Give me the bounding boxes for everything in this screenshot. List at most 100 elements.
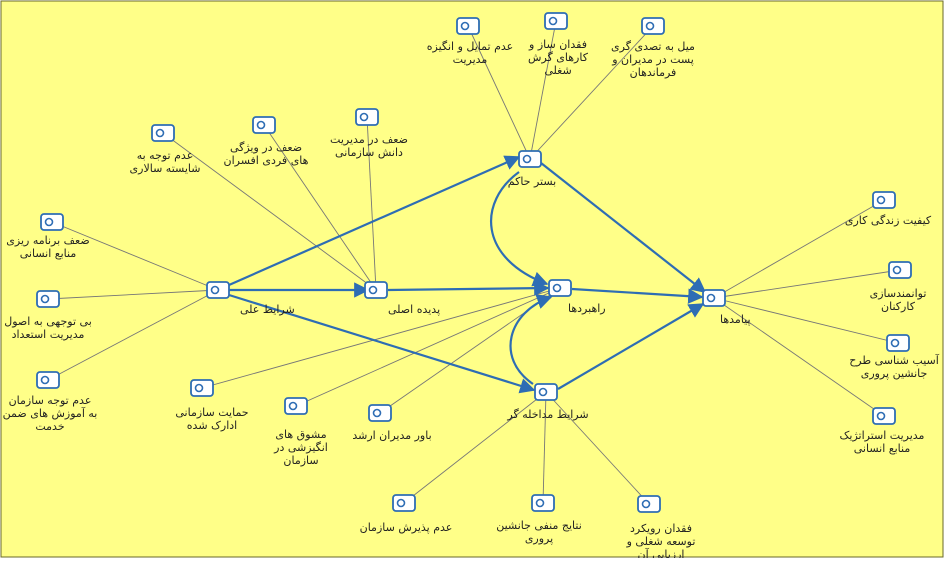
factor-link-f-rotation <box>529 20 557 160</box>
node-label-line: نتایج منفی جانشین <box>496 519 582 532</box>
node-circle-icon <box>890 338 900 348</box>
node-label-line: کارکنان <box>881 300 916 313</box>
node-circle-icon <box>706 293 716 303</box>
node-circle-icon <box>359 112 369 122</box>
node-circle-icon <box>876 411 886 421</box>
node-label-line: میل به تصدی گری <box>611 40 695 53</box>
factor-link-f-officer-traits <box>263 124 377 291</box>
node-label-line: ضعف در مدیریت <box>330 133 408 146</box>
node-label-line: مدیریت <box>453 53 488 66</box>
node-context[interactable]: بستر حاکم <box>508 150 556 188</box>
node-label-line: عدم تمایل و انگیزه <box>427 40 513 53</box>
arrow-intervening-to-consequences <box>557 303 705 390</box>
node-label-line: شرایط مداخله گر <box>506 408 588 421</box>
factor-link-f-org-support <box>201 287 561 389</box>
node-label-line: کیفیت زندگی کاری <box>845 214 932 227</box>
node-intervening[interactable]: شرایط مداخله گر <box>506 383 589 421</box>
factor-link-f-motivators <box>295 287 561 407</box>
node-circle-icon <box>396 498 406 508</box>
factor-f-worklife[interactable]: کیفیت زندگی کاری <box>845 191 932 227</box>
node-label-line: های فردی افسران <box>224 154 309 167</box>
node-circle-icon <box>548 16 558 26</box>
node-label-line: منابع انسانی <box>20 247 77 260</box>
factor-f-senior-belief[interactable]: باور مدیران ارشد <box>352 404 432 442</box>
factor-link-f-tenure <box>529 25 654 160</box>
node-label-line: جانشین پروری <box>861 367 928 380</box>
node-circle-icon <box>40 375 50 385</box>
node-label-line: خدمت <box>35 420 64 433</box>
factor-link-f-resource-planning <box>51 221 219 291</box>
node-circle-icon <box>288 401 298 411</box>
node-label-line: کارهای گرش <box>528 51 589 64</box>
arrow-causal-to-intervening <box>228 293 536 394</box>
node-circle-icon <box>256 120 266 130</box>
arrow-strategies-to-consequences <box>571 287 704 304</box>
main-arrows <box>228 155 707 394</box>
node-circle-icon <box>210 285 220 295</box>
node-label-line: سازمان <box>283 454 318 467</box>
node-core-phenomenon[interactable]: پدیده اصلی <box>364 281 440 316</box>
node-consequences[interactable]: پیامدها <box>702 289 751 326</box>
node-label-line: شایسته سالاری <box>130 162 201 175</box>
node-label-line: عدم پذیرش سازمان <box>360 521 453 534</box>
node-circle-icon <box>892 265 902 275</box>
node-label-line: ضعف برنامه ریزی <box>6 234 89 247</box>
node-label: کیفیت زندگی کاری <box>845 214 932 227</box>
node-circle-icon <box>194 383 204 393</box>
node-strategies[interactable]: راهبردها <box>548 279 606 315</box>
node-label: شرایط علی <box>240 303 295 316</box>
factor-link-f-negative-results <box>542 391 547 504</box>
node-circle-icon <box>155 128 165 138</box>
node-label-line: عدم توجه سازمان <box>9 394 92 407</box>
node-circle-icon <box>535 498 545 508</box>
node-circle-icon <box>641 499 651 509</box>
arrow-intervening-to-strategies <box>509 294 553 385</box>
node-label-line: پدیده اصلی <box>388 303 440 316</box>
node-label: بستر حاکم <box>508 175 556 188</box>
node-label-line: ارزیابی آن <box>638 547 685 558</box>
node-label-line: عدم توجه به <box>137 149 194 162</box>
node-label-line: آسیب شناسی طرح <box>849 353 940 367</box>
node-label-line: شغلی <box>544 64 571 77</box>
node-label-line: حمایت سازمانی <box>175 406 248 419</box>
node-label-line: پروری <box>525 532 553 545</box>
factor-f-org-acceptance[interactable]: عدم پذیرش سازمان <box>360 494 453 534</box>
node-label-line: ضعف در ویژگی <box>230 141 302 154</box>
node-label-line: بستر حاکم <box>508 175 556 188</box>
node-circle-icon <box>522 154 532 164</box>
node-label: باور مدیران ارشد <box>352 429 431 442</box>
factor-link-f-strategic-hrm <box>713 297 885 417</box>
node-circle-icon <box>538 387 548 397</box>
arrow-core-to-strategies <box>387 280 550 296</box>
node-label-line: راهبردها <box>568 302 606 315</box>
node-causal-conditions[interactable]: شرایط علی <box>206 281 295 316</box>
factor-link-f-empowerment <box>713 269 901 299</box>
node-circle-icon <box>645 21 655 31</box>
